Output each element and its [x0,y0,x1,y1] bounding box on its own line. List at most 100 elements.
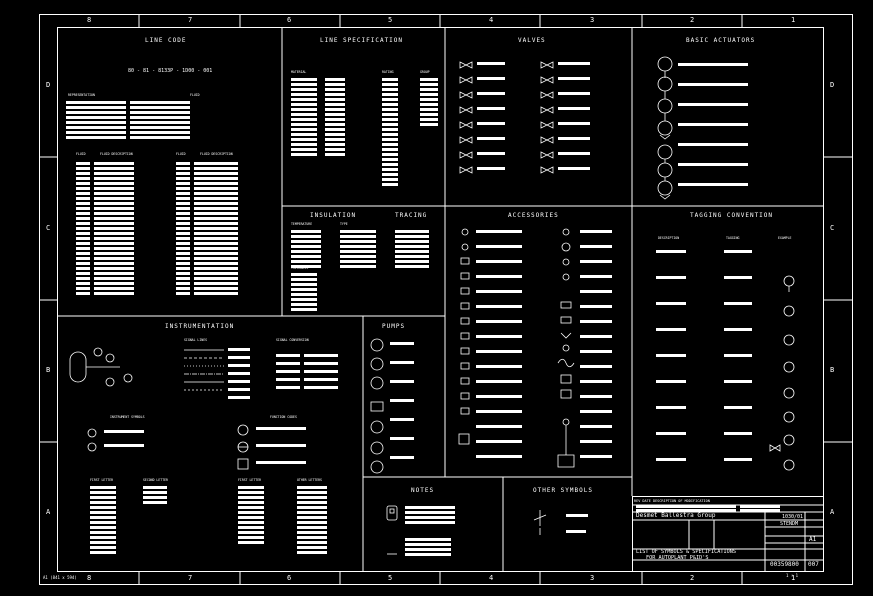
text-mark [291,123,317,126]
text-mark [724,302,752,305]
text-mark [176,192,190,195]
text-mark [176,167,190,170]
text-mark [194,202,238,205]
pump-symbols [370,338,384,474]
text-mark [66,106,126,109]
section-title-valves: VALVES [518,37,546,44]
text-mark [382,83,398,86]
text-mark [580,365,612,368]
text-mark [395,250,429,253]
text-mark [325,98,345,101]
text-mark [477,92,505,95]
text-mark [382,108,398,111]
text-mark [297,541,327,544]
text-mark [194,287,238,290]
text-mark [76,197,90,200]
tagging-tagging-heading: TAGGING [726,236,740,240]
text-mark [580,425,612,428]
text-mark [276,370,300,373]
text-mark [325,118,345,121]
text-mark [340,250,376,253]
text-mark [340,265,376,268]
text-mark [656,328,686,331]
fluid-description-heading-2: FLUID DESCRIPTION [200,152,233,156]
text-mark [238,526,264,529]
row-label-b: B [46,366,51,374]
notes-symbols [386,505,398,555]
text-mark [94,227,134,230]
text-mark [76,202,90,205]
text-mark [678,83,748,86]
text-mark [580,320,612,323]
line-code-representation: REPRESENTATION [68,93,95,97]
row-label-a: A [46,508,51,516]
text-mark [304,370,338,373]
text-mark [405,511,455,514]
text-mark [420,108,438,111]
text-mark [66,131,126,134]
text-mark [325,78,345,81]
text-mark [194,257,238,260]
text-mark [724,276,752,279]
text-mark [325,83,345,86]
text-mark [228,396,250,399]
text-mark [194,162,238,165]
text-mark [476,245,522,248]
text-mark [656,406,686,409]
text-mark [325,108,345,111]
column-label-6-bottom: 6 [287,574,292,582]
line-code-fluid-heading: FLUID [190,93,200,97]
line-spec-group: GROUP [420,70,430,74]
text-mark [558,77,590,80]
text-mark [297,536,327,539]
text-mark [297,491,327,494]
text-mark [382,88,398,91]
text-mark [94,262,134,265]
text-mark [130,101,190,104]
text-mark [76,207,90,210]
text-mark [194,242,238,245]
text-mark [90,491,116,494]
text-mark [382,143,398,146]
column-label-3: 3 [590,16,595,24]
text-mark [94,217,134,220]
valve-symbols-right [540,61,554,174]
text-mark [291,240,321,243]
section-title-instrumentation: INSTRUMENTATION [165,323,235,330]
drawing-title-line-2: FOR AUTOPLANT P&ID'S [646,555,709,561]
text-mark [291,293,317,296]
text-mark [420,113,438,116]
text-mark [291,103,317,106]
text-mark [580,395,612,398]
section-title-line-specification: LINE SPECIFICATION [320,37,404,44]
text-mark [420,78,438,81]
text-mark [90,551,116,554]
other-letters-heading: OTHER LETTERS [297,478,322,482]
text-mark [325,128,345,131]
text-mark [382,138,398,141]
text-mark [130,116,190,119]
text-mark [291,78,317,81]
text-mark [194,237,238,240]
text-mark [340,230,376,233]
text-mark [566,514,588,517]
text-mark [90,536,116,539]
text-mark [297,521,327,524]
text-mark [176,182,190,185]
text-mark [656,354,686,357]
tagging-example-heading: EXAMPLE [778,236,792,240]
text-mark [94,252,134,255]
text-mark [176,172,190,175]
first-letter-heading-2: FIRST LETTER [238,478,262,482]
text-mark [176,252,190,255]
text-mark [325,153,345,156]
text-mark [580,410,612,413]
text-mark [291,138,317,141]
text-mark [130,121,190,124]
text-mark [76,237,90,240]
paper-size: A1 [809,536,817,543]
text-mark [740,509,780,512]
text-mark [94,202,134,205]
text-mark [194,247,238,250]
